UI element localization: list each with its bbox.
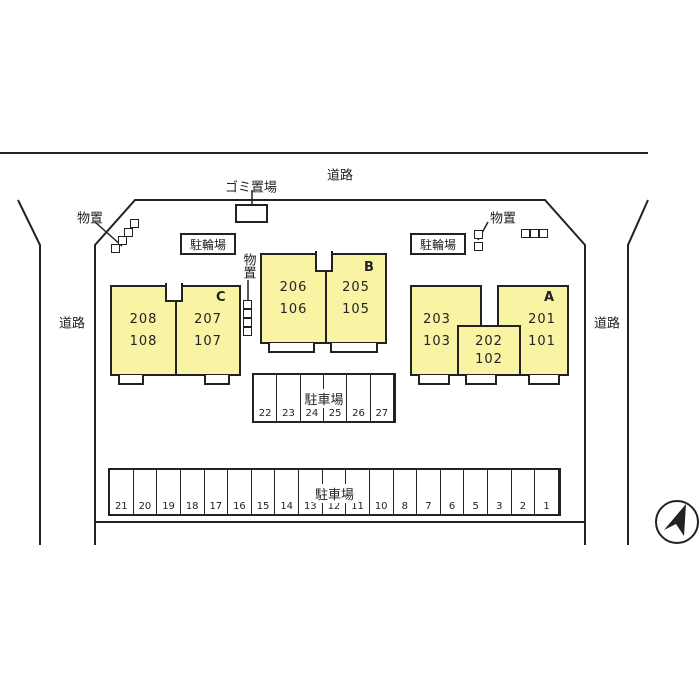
parking-space-number: 23 <box>282 408 295 419</box>
parking-space-number: 7 <box>425 501 432 512</box>
parking-space-number: 12 <box>327 501 341 512</box>
north-compass-icon <box>655 500 699 544</box>
parking-space[interactable]: 16 <box>228 470 252 514</box>
parking-space-number: 25 <box>328 408 342 419</box>
road-edge-right <box>627 199 649 545</box>
building-c-name: C <box>216 290 226 305</box>
parking-space[interactable]: 27 <box>371 375 394 421</box>
parking-space[interactable]: 17 <box>205 470 229 514</box>
parking-space-number: 21 <box>114 501 128 512</box>
parking-space-number: 13 <box>303 501 317 512</box>
road-edge-left <box>17 199 41 545</box>
parking-space-number: 17 <box>209 501 223 512</box>
parking-upper: 22 23 24 25 26 27 駐車場 <box>252 373 396 423</box>
parking-space[interactable]: 1 <box>535 470 559 514</box>
parking-space-number: 5 <box>472 501 479 512</box>
parking-space[interactable]: 8 <box>394 470 418 514</box>
parking-space[interactable]: 18 <box>181 470 205 514</box>
parking-space-number: 11 <box>351 501 364 512</box>
parking-space-number: 14 <box>280 501 294 512</box>
parking-space[interactable]: 7 <box>417 470 441 514</box>
parking-space-number: 20 <box>138 501 152 512</box>
parking-space[interactable]: 19 <box>157 470 181 514</box>
building-b-name: B <box>364 260 374 275</box>
parking-space[interactable]: 23 <box>277 375 301 421</box>
parking-lower-label: 駐車場 <box>312 484 357 503</box>
road-label-right: 道路 <box>593 316 621 332</box>
storage-middle-label: 物置 <box>240 253 256 279</box>
parking-space[interactable]: 11 <box>346 470 370 514</box>
parking-space-number: 6 <box>448 501 456 512</box>
parking-space[interactable]: 5 <box>464 470 488 514</box>
storage-left-leader <box>94 221 123 247</box>
parking-space[interactable]: 15 <box>252 470 276 514</box>
parking-space[interactable]: 6 <box>441 470 465 514</box>
parking-space-number: 10 <box>374 501 388 512</box>
bike-parking-right: 駐輪場 <box>410 233 466 255</box>
parking-space-number: 24 <box>305 408 319 419</box>
parking-space-number: 15 <box>256 501 270 512</box>
parking-upper-label: 駐車場 <box>302 389 346 408</box>
parking-space[interactable]: 22 <box>254 375 278 421</box>
parking-space-number: 16 <box>233 501 246 512</box>
parking-space-number: 8 <box>401 501 408 512</box>
parking-space-number: 27 <box>375 408 389 419</box>
parking-space-number: 26 <box>352 408 365 419</box>
parking-space-number: 19 <box>162 501 175 512</box>
parking-space[interactable]: 20 <box>134 470 158 514</box>
building-a-name: A <box>544 290 555 305</box>
parking-space-number: 1 <box>543 501 550 512</box>
parking-space-number: 18 <box>185 501 199 512</box>
parking-space-number: 22 <box>258 408 272 419</box>
parking-space-number: 3 <box>496 501 503 512</box>
parking-space[interactable]: 10 <box>370 470 394 514</box>
garbage-label: ゴミ置場 <box>224 180 278 196</box>
site-boundary <box>94 199 586 545</box>
garbage-area <box>235 204 268 223</box>
storage-right-label: 物置 <box>489 211 517 227</box>
parking-space[interactable]: 21 <box>110 470 134 514</box>
parking-space[interactable]: 25 <box>324 375 348 421</box>
parking-space-number: 2 <box>519 501 527 512</box>
road-label-top: 道路 <box>326 168 354 184</box>
parking-space[interactable]: 2 <box>512 470 536 514</box>
parking-space[interactable]: 3 <box>488 470 512 514</box>
parking-space[interactable]: 14 <box>275 470 299 514</box>
road-label-left: 道路 <box>58 316 86 332</box>
storage-left-label: 物置 <box>76 211 104 227</box>
parking-space[interactable]: 26 <box>347 375 371 421</box>
bike-parking-left: 駐輪場 <box>180 233 236 255</box>
